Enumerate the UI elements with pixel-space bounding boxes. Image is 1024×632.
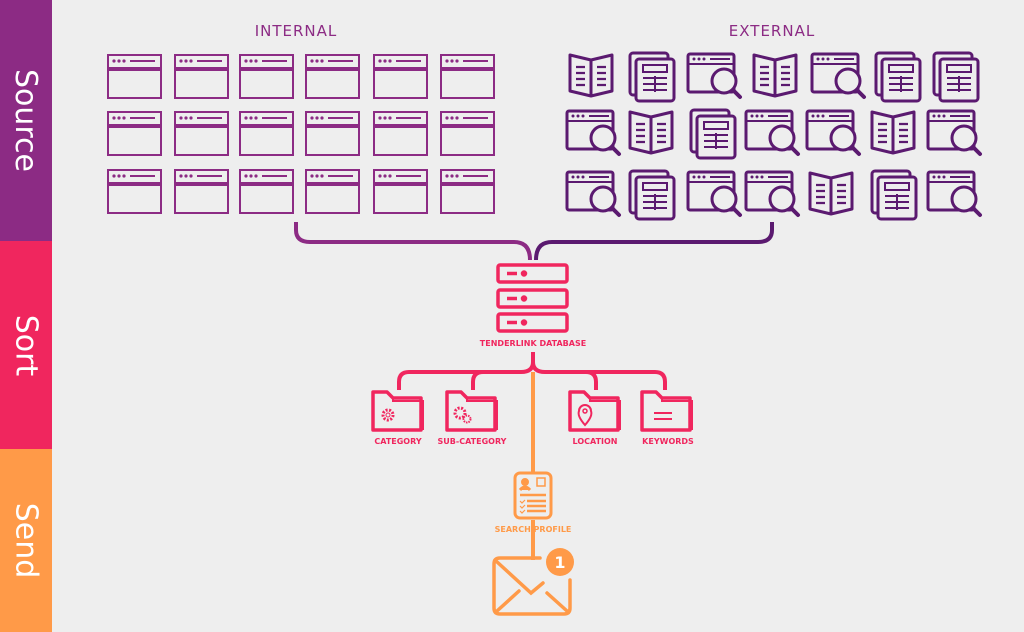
external-connector xyxy=(534,222,774,261)
browser-search-icon xyxy=(926,109,982,156)
folder-label-keywords: KEYWORDS xyxy=(642,437,694,446)
browser-window-icon xyxy=(440,54,495,99)
browser-window-icon xyxy=(373,169,428,214)
browser-search-icon xyxy=(810,52,866,99)
external-heading: EXTERNAL xyxy=(728,22,816,40)
browser-window-icon xyxy=(373,54,428,99)
stage-sort: Sort xyxy=(0,241,52,449)
browser-window-icon xyxy=(305,54,360,99)
folder-pin-icon xyxy=(568,390,621,432)
folder-label-sub-category: SUB-CATEGORY xyxy=(437,437,507,446)
browser-search-icon xyxy=(744,109,800,156)
browser-window-icon xyxy=(440,111,495,156)
browser-window-icon xyxy=(107,54,162,99)
sort-connector xyxy=(397,352,667,390)
book-icon xyxy=(808,171,854,216)
browser-window-icon xyxy=(440,169,495,214)
browser-window-icon xyxy=(174,111,229,156)
browser-search-icon xyxy=(565,109,621,156)
browser-window-icon xyxy=(305,169,360,214)
folder-label-location: LOCATION xyxy=(572,437,618,446)
notification-count: 1 xyxy=(554,553,565,572)
browser-search-icon xyxy=(686,170,742,217)
browser-window-icon xyxy=(107,111,162,156)
newspaper-icon xyxy=(874,51,922,103)
browser-search-icon xyxy=(926,170,982,217)
browser-window-icon xyxy=(239,169,294,214)
browser-window-icon xyxy=(239,54,294,99)
folder-gears-icon xyxy=(445,390,498,432)
book-icon xyxy=(870,110,916,155)
newspaper-icon xyxy=(689,108,737,160)
browser-window-icon xyxy=(239,111,294,156)
search-profile-icon xyxy=(513,471,553,520)
folder-gear-icon xyxy=(371,390,424,432)
browser-window-icon xyxy=(174,169,229,214)
book-icon xyxy=(752,53,798,98)
browser-window-icon xyxy=(373,111,428,156)
newspaper-icon xyxy=(628,51,676,103)
browser-window-icon xyxy=(174,54,229,99)
stage-source: Source xyxy=(0,0,52,241)
internal-connector xyxy=(294,222,532,261)
search-profile-label: SEARCH PROFILE xyxy=(494,525,572,534)
folder-label-category: CATEGORY xyxy=(374,437,422,446)
browser-search-icon xyxy=(744,170,800,217)
book-icon xyxy=(568,53,614,98)
notification-badge xyxy=(546,548,574,576)
folder-lines-icon xyxy=(640,390,693,432)
browser-search-icon xyxy=(805,109,861,156)
newspaper-icon xyxy=(628,169,676,221)
stage-bar: Source Sort Send xyxy=(0,0,52,632)
browser-search-icon xyxy=(565,170,621,217)
database-icon xyxy=(496,263,569,333)
book-icon xyxy=(628,110,674,155)
newspaper-icon xyxy=(870,169,918,221)
email-envelope-icon xyxy=(492,556,572,616)
newspaper-icon xyxy=(932,51,980,103)
database-label: TENDERLINK DATABASE xyxy=(479,339,587,348)
browser-search-icon xyxy=(686,52,742,99)
browser-window-icon xyxy=(107,169,162,214)
stage-send: Send xyxy=(0,449,52,632)
browser-window-icon xyxy=(305,111,360,156)
internal-heading: INTERNAL xyxy=(254,22,338,40)
